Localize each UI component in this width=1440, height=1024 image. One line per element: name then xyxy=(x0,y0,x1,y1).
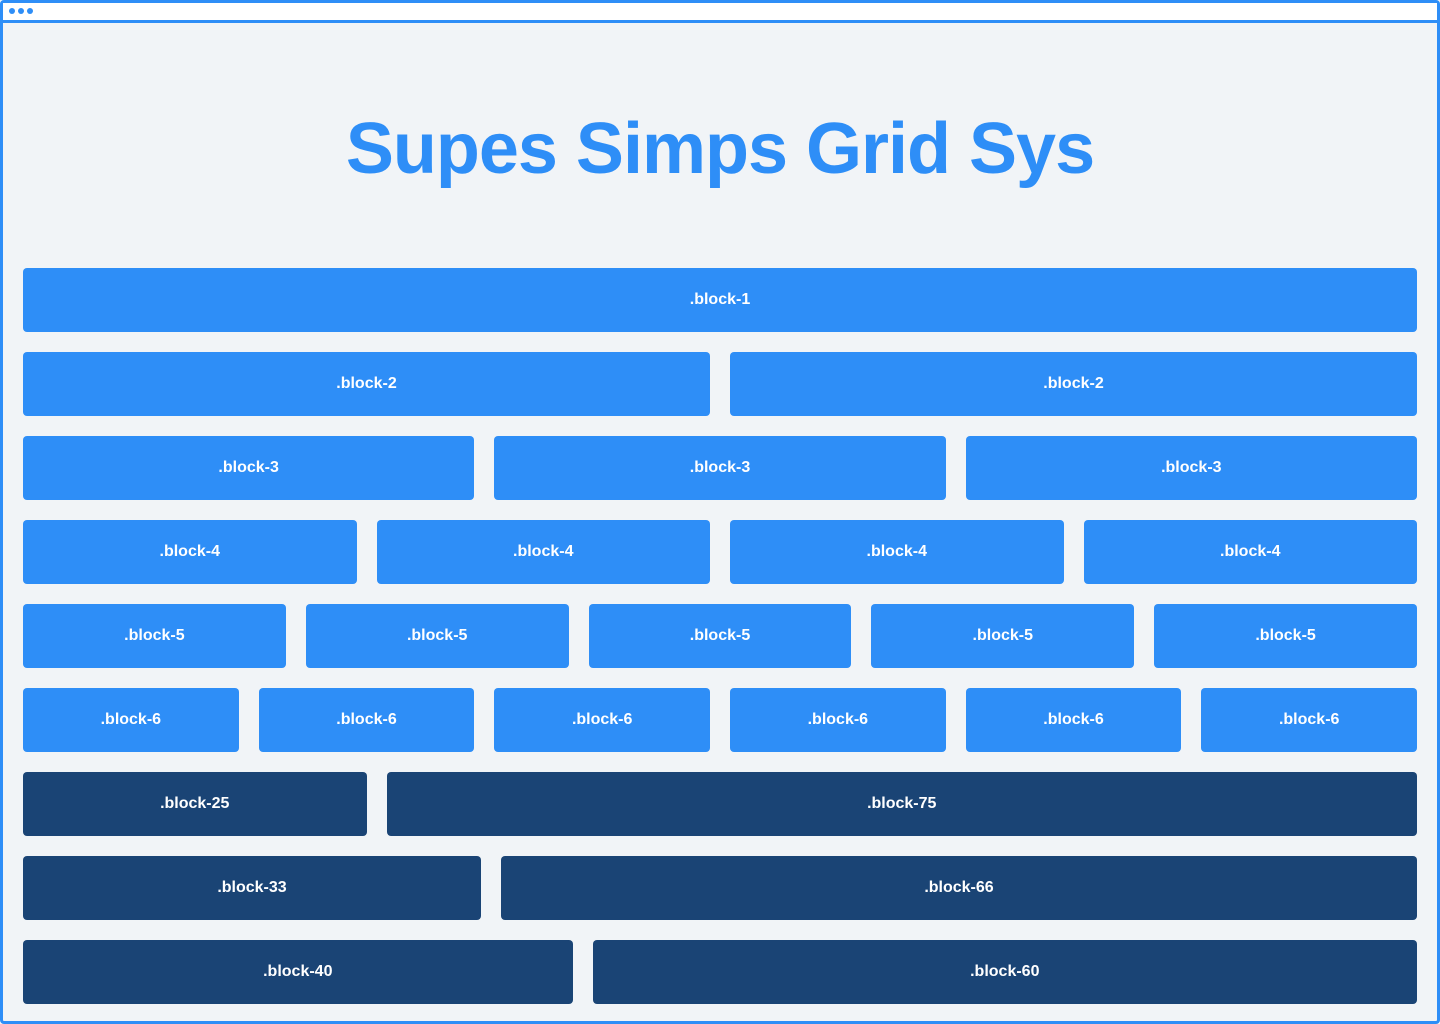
grid-block: .block-40 xyxy=(23,940,573,1004)
grid-row: .block-40 .block-60 xyxy=(23,940,1417,1004)
grid-block: .block-4 xyxy=(1083,520,1417,584)
grid-row: .block-5 .block-5 .block-5 .block-5 .block-5 xyxy=(23,604,1417,668)
page-title: Supes Simps Grid Sys xyxy=(345,109,1095,189)
grid-block: .block-1 xyxy=(23,268,1417,332)
grid-block: .block-33 xyxy=(23,856,481,920)
window-titlebar xyxy=(3,3,1437,23)
grid-row: .block-25 .block-75 xyxy=(23,772,1417,836)
grid-block: .block-6 xyxy=(965,688,1182,752)
grid-row: .block-3 .block-3 .block-3 xyxy=(23,436,1417,500)
grid-block: .block-2 xyxy=(23,352,710,416)
grid-block: .block-4 xyxy=(730,520,1064,584)
grid-block: .block-5 xyxy=(23,604,286,668)
grid-block: .block-5 xyxy=(305,604,569,668)
grid-block: .block-6 xyxy=(23,688,239,752)
window-dot-icon[interactable] xyxy=(9,8,15,14)
grid-block: .block-6 xyxy=(494,688,711,752)
grid-block: .block-6 xyxy=(730,688,946,752)
grid-block: .block-25 xyxy=(23,772,367,836)
grid-block: .block-5 xyxy=(871,604,1135,668)
grid-block: .block-3 xyxy=(23,436,475,500)
grid-row: .block-6 .block-6 .block-6 .block-6 .block-6… xyxy=(23,688,1418,752)
grid-row: .block-1 xyxy=(23,268,1417,332)
grid-demo: .block-1.block-2.block-2.block-3.block-3… xyxy=(23,268,1418,1024)
grid-block: .block-5 xyxy=(1154,604,1417,668)
grid-block: .block-60 xyxy=(592,940,1417,1004)
grid-block: .block-3 xyxy=(965,436,1417,500)
grid-block: .block-6 xyxy=(258,688,475,752)
grid-block: .block-5 xyxy=(588,604,852,668)
window-controls xyxy=(9,8,33,14)
grid-block: .block-4 xyxy=(23,520,357,584)
grid-block: .block-3 xyxy=(494,436,946,500)
window-dot-icon[interactable] xyxy=(18,8,24,14)
grid-block: .block-4 xyxy=(376,520,710,584)
window-dot-icon[interactable] xyxy=(27,8,33,14)
grid-block: .block-2 xyxy=(730,352,1417,416)
grid-row: .block-2 .block-2 xyxy=(23,352,1417,416)
grid-row: .block-33 .block-66 xyxy=(23,856,1417,920)
grid-block: .block-75 xyxy=(386,772,1417,836)
grid-row: .block-4 .block-4 .block-4 .block-4 xyxy=(23,520,1417,584)
grid-block: .block-66 xyxy=(501,856,1417,920)
grid-block: .block-6 xyxy=(1201,688,1418,752)
